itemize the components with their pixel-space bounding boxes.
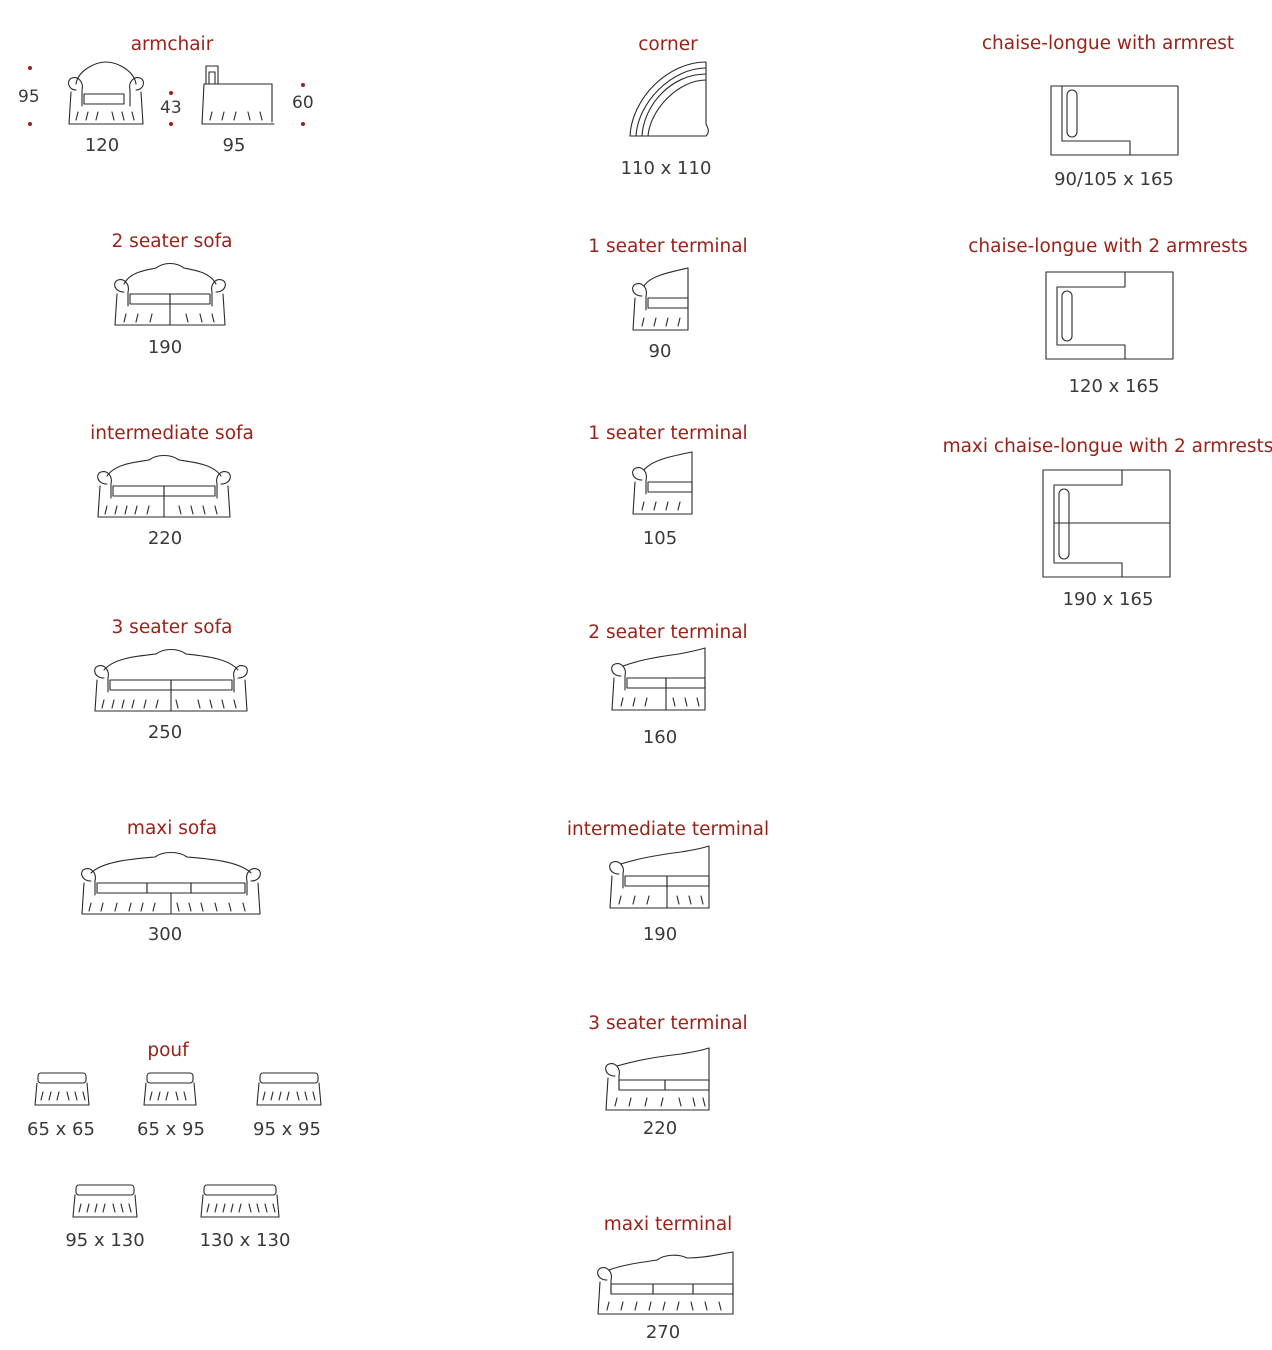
two-seater-terminal-dim: 160 bbox=[642, 727, 678, 748]
pouf-title: pouf bbox=[147, 1040, 189, 1061]
maxi-chaise-longue-drawing bbox=[1042, 469, 1171, 578]
intermediate-sofa-dim: 220 bbox=[147, 528, 183, 549]
dimension-marker bbox=[28, 66, 32, 70]
intermediate-terminal-title: intermediate terminal bbox=[566, 819, 770, 840]
pouf-size-label: 95 x 130 bbox=[65, 1230, 145, 1251]
chaise-longue-two-armrests-dim: 120 x 165 bbox=[1068, 376, 1160, 397]
intermediate-sofa-drawing bbox=[97, 454, 231, 518]
chaise-longue-armrest-dim: 90/105 x 165 bbox=[1054, 169, 1174, 190]
pouf-65x65-drawing bbox=[34, 1072, 90, 1106]
three-seater-terminal-title: 3 seater terminal bbox=[588, 1013, 748, 1034]
maxi-sofa-dim: 300 bbox=[147, 924, 183, 945]
maxi-chaise-longue-title: maxi chaise-longue with 2 armrests bbox=[942, 436, 1272, 457]
two-seater-terminal-title: 2 seater terminal bbox=[588, 622, 748, 643]
one-seater-terminal-90-dim: 90 bbox=[648, 341, 672, 362]
chaise-longue-armrest-title: chaise-longue with armrest bbox=[981, 33, 1235, 54]
one-seater-terminal-title: 1 seater terminal bbox=[588, 236, 748, 257]
three-seater-sofa-title: 3 seater sofa bbox=[111, 617, 233, 638]
armchair-title: armchair bbox=[130, 34, 214, 55]
armchair-depth-label: 95 bbox=[222, 135, 246, 156]
pouf-130x130-drawing bbox=[200, 1184, 280, 1218]
maxi-sofa-drawing bbox=[81, 851, 261, 915]
pouf-size-label: 65 x 95 bbox=[137, 1119, 205, 1140]
dimension-marker bbox=[28, 122, 32, 126]
armchair-width-label: 120 bbox=[84, 135, 120, 156]
two-seater-sofa-title: 2 seater sofa bbox=[111, 231, 233, 252]
pouf-size-label: 95 x 95 bbox=[253, 1119, 321, 1140]
pouf-95x95-drawing bbox=[256, 1072, 322, 1106]
corner-dim: 110 x 110 bbox=[620, 158, 712, 179]
armchair-back-height-label: 60 bbox=[292, 93, 314, 113]
two-seater-sofa-dim: 190 bbox=[147, 337, 183, 358]
three-seater-sofa-dim: 250 bbox=[147, 722, 183, 743]
intermediate-terminal-dim: 190 bbox=[642, 924, 678, 945]
pouf-size-label: 130 x 130 bbox=[199, 1230, 291, 1251]
one-seater-terminal-title: 1 seater terminal bbox=[588, 423, 748, 444]
intermediate-terminal-drawing bbox=[609, 845, 710, 909]
one-seater-terminal-90-drawing bbox=[632, 267, 689, 331]
one-seater-terminal-105-drawing bbox=[632, 451, 693, 515]
chaise-longue-armrest-drawing bbox=[1050, 85, 1179, 156]
dimension-marker bbox=[169, 91, 173, 95]
three-seater-sofa-drawing bbox=[94, 648, 248, 712]
pouf-65x95-drawing bbox=[143, 1072, 197, 1106]
corner-title: corner bbox=[638, 34, 698, 55]
corner-drawing bbox=[629, 61, 709, 137]
dimension-marker bbox=[169, 122, 173, 126]
maxi-terminal-dim: 270 bbox=[645, 1322, 681, 1343]
dimension-marker bbox=[301, 83, 305, 87]
armchair-front-drawing bbox=[67, 61, 145, 125]
dimension-marker bbox=[301, 122, 305, 126]
three-seater-terminal-drawing bbox=[605, 1047, 710, 1111]
armchair-seat-height-label: 43 bbox=[160, 98, 182, 118]
two-seater-sofa-drawing bbox=[114, 262, 226, 326]
pouf-95x130-drawing bbox=[72, 1184, 138, 1218]
armchair-side-drawing bbox=[201, 65, 275, 125]
maxi-chaise-longue-dim: 190 x 165 bbox=[1062, 589, 1154, 610]
one-seater-terminal-105-dim: 105 bbox=[642, 528, 678, 549]
maxi-terminal-drawing bbox=[597, 1251, 734, 1315]
pouf-size-label: 65 x 65 bbox=[27, 1119, 95, 1140]
two-seater-terminal-drawing bbox=[611, 647, 706, 711]
intermediate-sofa-title: intermediate sofa bbox=[90, 423, 254, 444]
maxi-sofa-title: maxi sofa bbox=[126, 818, 218, 839]
maxi-terminal-title: maxi terminal bbox=[603, 1214, 733, 1235]
chaise-longue-two-armrests-title: chaise-longue with 2 armrests bbox=[968, 236, 1248, 257]
three-seater-terminal-dim: 220 bbox=[642, 1118, 678, 1139]
armchair-height-label: 95 bbox=[18, 87, 40, 107]
chaise-longue-two-armrests-drawing bbox=[1045, 271, 1174, 360]
